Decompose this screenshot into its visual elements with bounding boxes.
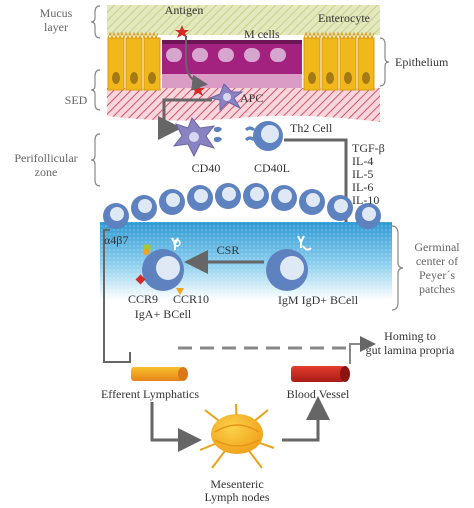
m-cells [162,40,302,88]
germinal-center-label: Germinal [414,240,460,254]
sed-region [107,88,380,122]
a4b7-label: α4β7 [104,233,128,247]
cd40-apc [172,117,222,158]
cytokine-item: TGF-β [352,141,385,155]
enterocytes-left [107,31,161,91]
antigen-path-arrow [185,36,208,91]
mucus-layer-label-2: layer [44,20,68,34]
cytokine-item: IL-4 [352,154,373,168]
mesenteric-lymph-node [199,403,275,469]
germinal-center-label-3: Peyer´s [419,268,455,282]
germinal-center-label-4: patches [419,282,455,296]
cytokine-item: IL-5 [352,167,373,181]
right-braces [379,37,404,311]
cytokine-list: TGF-β IL-4 IL-5 IL-6 IL-10 [352,141,385,207]
exit-arrow [103,229,131,363]
blood-vessel-label: Blood Vessel [287,387,350,401]
ccr10-label: CCR10 [173,292,209,306]
sed-label: SED [65,93,88,107]
igm-igd-bcell [266,235,312,291]
follicle-cell-row [103,183,381,229]
cd40l-label: CD40L [254,161,290,175]
apc-label: APC [240,91,263,105]
iga-bcell [142,237,184,291]
th2-cell [244,121,283,151]
efferent-lymphatics-label: Efferent Lymphatics [101,387,199,401]
germinal-center-label-2: center of [416,254,458,268]
antigen-label: Antigen [165,3,204,17]
blood-vessel [291,366,350,382]
homing-label-2: gut lamina propria [366,343,455,357]
ccr9-receptor-icon [135,274,146,285]
cd40-label: CD40 [192,161,221,175]
epithelium-label: Epithelium [395,55,449,69]
enterocytes-right [303,31,375,91]
m-cells-label: M cells [244,27,280,41]
csr-label: CSR [217,243,240,257]
th2-cell-label: Th2 Cell [290,121,333,135]
perifollicular-label-2: zone [35,165,58,179]
ccr9-label: CCR9 [128,292,158,306]
apc-cell [208,83,244,112]
ccr10-receptor-icon [143,249,149,255]
efferent-lymphatic-vessel [131,367,188,381]
ccr10-triangle-icon [176,288,184,295]
enterocyte-label: Enterocyte [318,11,370,25]
apc-migration-arrow [158,98,212,140]
cytokine-item: IL-10 [352,193,379,207]
mesenteric-label: Mesenteric [210,477,263,491]
homing-label: Homing to [384,329,436,343]
mesenteric-label-2: Lymph nodes [205,490,270,504]
igm-igd-bcell-label: IgM IgD+ BCell [278,293,359,307]
homing-arrow [349,336,376,364]
efferent-to-node-arrow [150,402,202,452]
cytokine-item: IL-6 [352,180,373,194]
left-braces [90,5,101,187]
iga-bcell-label: IgA+ BCell [135,307,192,321]
perifollicular-label: Perifollicular [14,151,77,165]
mucus-layer-label: Mucus [40,6,73,20]
mucus-layer [107,5,380,35]
node-to-blood-arrow [282,396,330,442]
